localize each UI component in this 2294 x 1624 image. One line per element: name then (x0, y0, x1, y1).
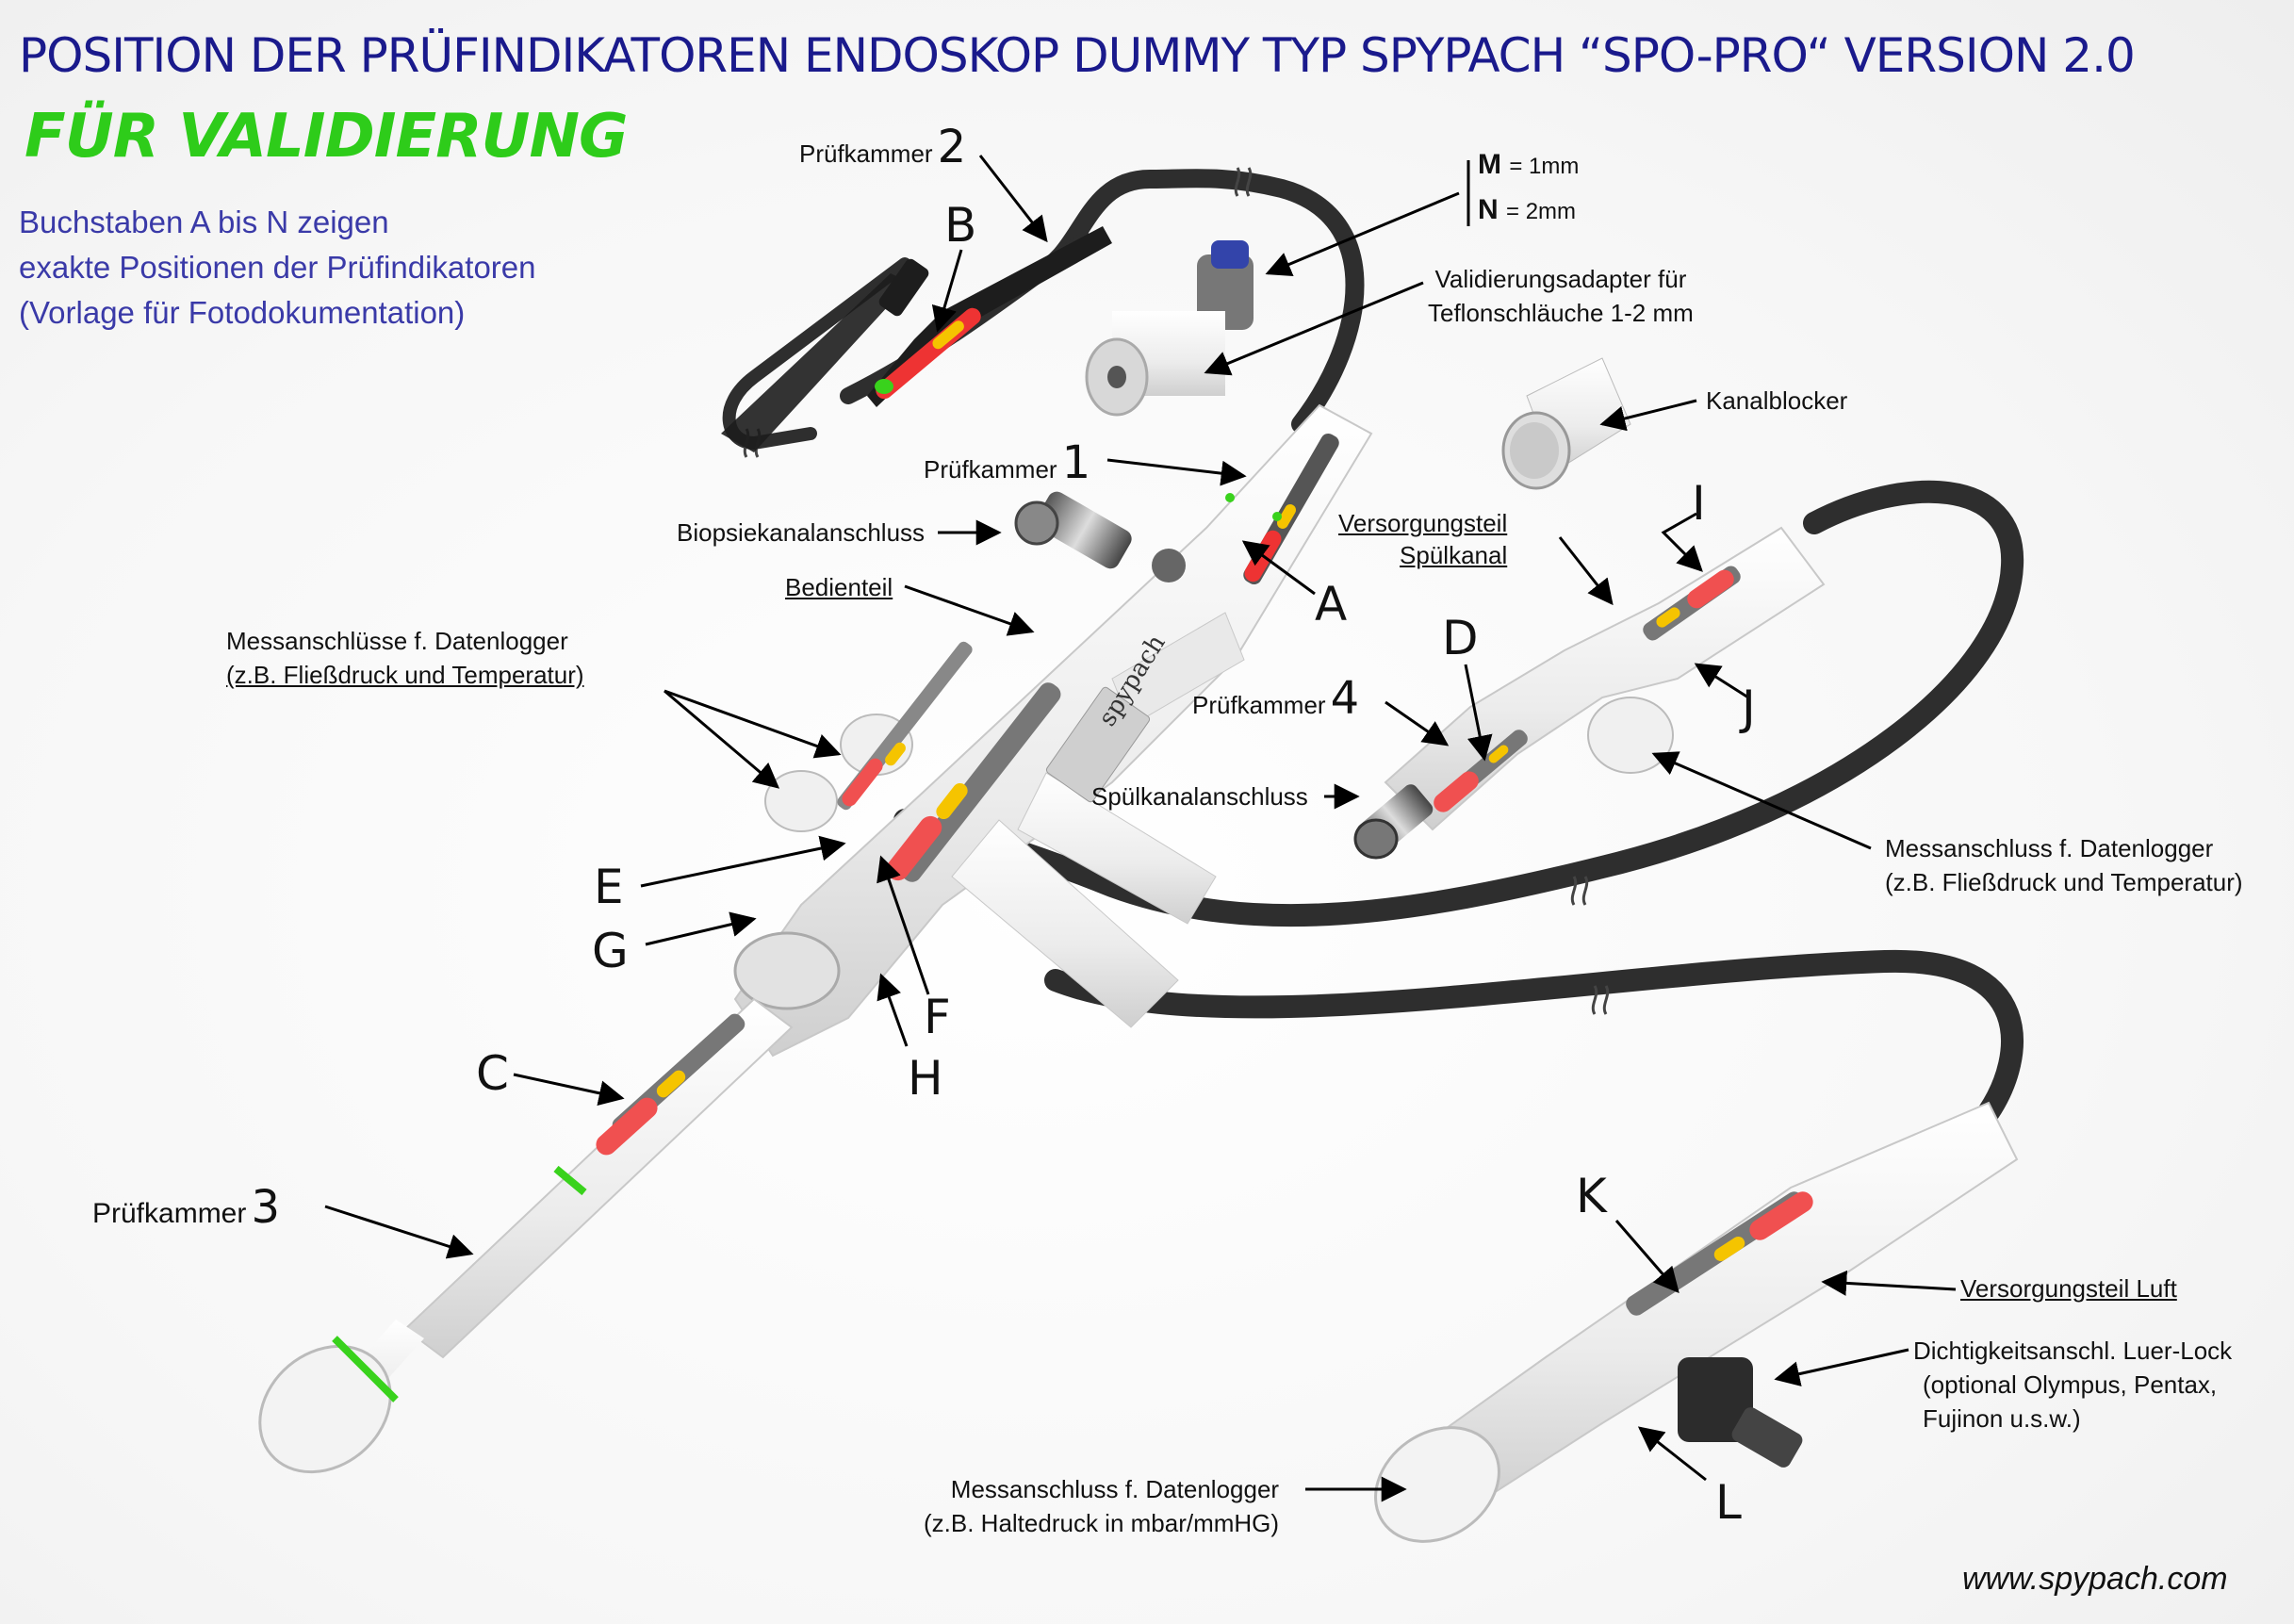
letter-a: A (1315, 577, 1348, 632)
leader-i (1661, 512, 1703, 572)
label-pruefkammer-1-number: 1 (1061, 436, 1091, 489)
leader-h (877, 973, 909, 1047)
label-adapter-line2: Teflonschläuche 1-2 mm (1428, 299, 1694, 327)
leader-j (1694, 663, 1749, 699)
leader-mess-top-2 (664, 689, 780, 789)
intro-text: Buchstaben A bis N zeigen exakte Positio… (19, 200, 536, 336)
page-title: POSITION DER PRÜFINDIKATOREN ENDOSKOP DU… (19, 28, 2136, 83)
leader-g (645, 911, 757, 946)
leader-pk4 (1385, 700, 1450, 746)
label-kanalblocker: Kanalblocker (1706, 386, 1848, 415)
intro-line-2: exakte Positionen der Prüfindikatoren (19, 250, 536, 285)
footer-url[interactable]: www.spypach.com (1962, 1561, 2228, 1597)
label-mess-right-line2: (z.B. Fließdruck und Temperatur) (1885, 868, 2243, 896)
legend-m-value: = 1mm (1509, 154, 1580, 179)
pruefkammer-3-body (258, 997, 794, 1474)
label-pruefkammer-2-text: Prüfkammer (799, 139, 933, 168)
label-pruefkammer-3-text: Prüfkammer (92, 1198, 247, 1229)
leader-d (1464, 664, 1493, 762)
leader-pk2 (978, 155, 1048, 243)
label-mess-top-line1: Messanschlüsse f. Datenlogger (226, 627, 568, 655)
leader-f (877, 855, 930, 995)
letter-f: F (924, 990, 951, 1044)
leader-mess-right (1651, 751, 1872, 850)
leader-mess-top-1 (664, 689, 842, 759)
label-mess-top: Messanschlüsse f. Datenlogger (z.B. Flie… (226, 624, 584, 692)
label-mess-top-line2: (z.B. Fließdruck und Temperatur) (226, 661, 584, 689)
letter-b: B (944, 198, 977, 253)
legend-m-letter: M (1478, 149, 1501, 180)
letter-l: L (1715, 1475, 1742, 1530)
label-mess-bottom-line2: (z.B. Haltedruck in mbar/mmHG) (924, 1509, 1280, 1537)
hose-right-long (893, 480, 2024, 927)
page-subtitle: FÜR VALIDIERUNG (25, 102, 629, 172)
leader-kanalblocker (1599, 399, 1697, 432)
label-bedienteil: Bedienteil (785, 573, 893, 601)
leader-a (1241, 540, 1316, 596)
label-pruefkammer-3: Prüfkammer 3 (92, 1181, 280, 1234)
leader-k (1614, 1220, 1680, 1294)
label-dicht-line3: Fujinon u.s.w.) (1923, 1404, 2081, 1433)
leader-c (513, 1073, 625, 1107)
label-versorgung-luft: Versorgungsteil Luft (1960, 1274, 2177, 1303)
leader-dicht (1774, 1348, 1909, 1386)
legend-n: N = 2mm (1478, 194, 1576, 226)
kanalblocker-part (1501, 357, 1631, 490)
label-versorgung-spuel: Versorgungsteil Spülkanal (1338, 507, 1507, 571)
label-mess-bottom-line1: Messanschluss f. Datenlogger (950, 1475, 1280, 1503)
label-spuelkanalanschluss: Spülkanalanschluss (1091, 782, 1308, 811)
leader-lines (324, 155, 1957, 1502)
legend-n-value: = 2mm (1506, 199, 1577, 224)
label-dicht-line1: Dichtigkeitsanschl. Luer-Lock (1913, 1337, 2233, 1365)
label-dichtigkeitsanschluss: Dichtigkeitsanschl. Luer-Lock (optional … (1913, 1334, 2232, 1435)
label-versorgung-spuel-line2: Spülkanal (1400, 541, 1508, 569)
versorgungsteil-luft-body (1374, 1101, 2019, 1543)
validierungsadapter (1085, 240, 1254, 417)
legend-m: M = 1mm (1478, 149, 1579, 181)
letter-k: K (1576, 1169, 1607, 1223)
leader-l (1637, 1426, 1707, 1482)
letter-d: D (1442, 611, 1479, 665)
pruefkammer-2-body (721, 226, 1112, 452)
leader-bedienteil (904, 584, 1035, 636)
label-mess-right-line1: Messanschluss f. Datenlogger (1885, 834, 2214, 862)
intro-line-3: (Vorlage für Fotodokumentation) (19, 295, 466, 330)
label-pruefkammer-4-number: 4 (1330, 672, 1360, 725)
leader-pk3 (324, 1205, 474, 1259)
label-pruefkammer-4: Prüfkammer 4 (1192, 672, 1359, 725)
leader-adapter (1204, 281, 1424, 376)
legend-n-letter: N (1478, 194, 1499, 225)
label-mess-right: Messanschluss f. Datenlogger (z.B. Fließ… (1885, 831, 2243, 899)
label-pruefkammer-3-number: 3 (251, 1181, 280, 1234)
leader-mn (1265, 191, 1460, 277)
letter-h: H (908, 1051, 943, 1106)
label-pruefkammer-1: Prüfkammer 1 (924, 436, 1090, 489)
leader-versorgung-luft (1821, 1270, 1957, 1296)
label-pruefkammer-2: Prüfkammer 2 (799, 121, 966, 173)
letter-g: G (592, 924, 629, 978)
leader-versorgung-spuel (1558, 536, 1614, 606)
label-biopsie: Biopsiekanalanschluss (677, 518, 926, 547)
pruefkammer-4-body (1353, 526, 1826, 860)
label-pruefkammer-1-text: Prüfkammer (924, 455, 1057, 484)
letter-e: E (594, 860, 624, 914)
hose-right-lower (1044, 949, 2024, 1124)
label-adapter: Validierungsadapter für Teflonschläuche … (1428, 262, 1694, 330)
letter-j: J (1742, 681, 1756, 735)
intro-line-1: Buchstaben A bis N zeigen (19, 205, 389, 239)
label-adapter-line1: Validierungsadapter für (1434, 265, 1687, 293)
leader-pk1 (1106, 458, 1247, 486)
label-versorgung-spuel-line1: Versorgungsteil (1338, 509, 1508, 537)
leader-e (640, 835, 846, 888)
letter-i: I (1692, 476, 1706, 531)
bedienteil-body (733, 403, 1373, 1058)
label-pruefkammer-2-number: 2 (937, 121, 967, 173)
leader-b (931, 249, 963, 333)
letter-c: C (476, 1046, 509, 1101)
label-pruefkammer-4-text: Prüfkammer (1192, 691, 1326, 719)
label-mess-bottom: Messanschluss f. Datenlogger (z.B. Halte… (924, 1472, 1279, 1540)
label-dicht-line2: (optional Olympus, Pentax, (1923, 1370, 2218, 1399)
